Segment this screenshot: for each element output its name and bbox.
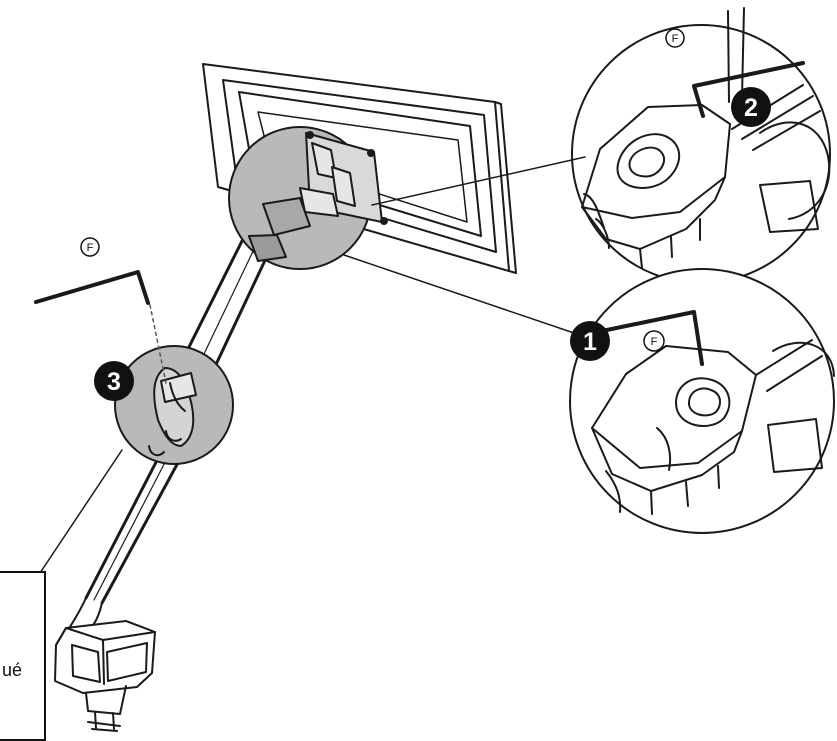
tool-f-marker-step-1: F — [643, 330, 665, 352]
step-marker-2: 2 — [731, 87, 771, 127]
hex-key-guide-line — [149, 304, 167, 384]
svg-text:F: F — [672, 33, 679, 45]
step-marker-1: 1 — [570, 321, 610, 361]
partial-callout-box — [0, 571, 46, 741]
step-marker-3: 3 — [94, 361, 134, 401]
lower-arm — [69, 435, 189, 637]
hex-key-step-2 — [692, 61, 805, 118]
partial-callout-text: ué — [2, 660, 23, 680]
svg-text:F: F — [651, 336, 658, 348]
tool-f-marker-left: F — [80, 237, 100, 257]
desk-clamp — [54, 620, 156, 732]
detail-2-circle — [571, 7, 831, 284]
detail-1-circle — [569, 268, 835, 534]
svg-text:3: 3 — [107, 368, 121, 396]
svg-text:1: 1 — [583, 328, 597, 356]
leader-lines — [39, 156, 586, 574]
hex-key-left — [34, 270, 150, 305]
tool-f-marker-step-2: F — [665, 28, 685, 48]
svg-text:2: 2 — [744, 94, 758, 122]
mount-zoom-circle — [228, 126, 388, 270]
elbow-zoom-circle — [114, 345, 234, 465]
svg-text:F: F — [87, 242, 94, 254]
hex-key-step-1 — [600, 310, 704, 366]
